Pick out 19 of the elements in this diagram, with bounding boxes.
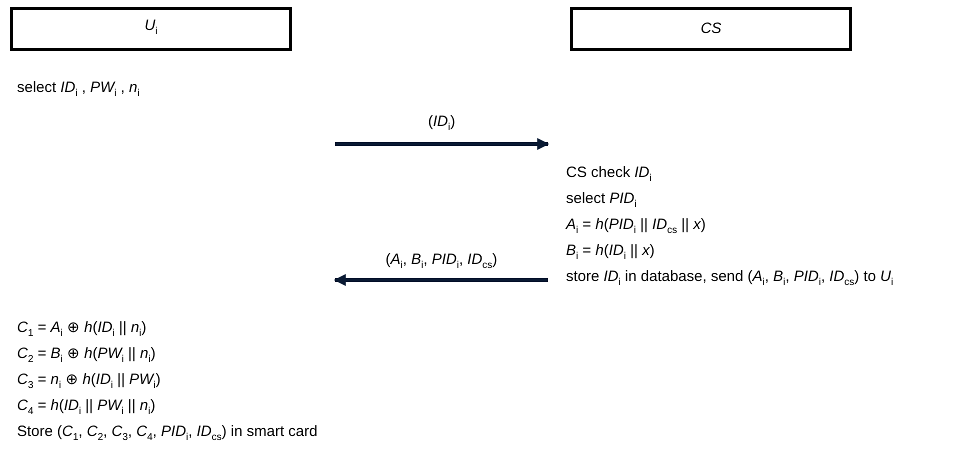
edge-label: (A$_{i}$, B$_{i}$, PID$_{i}$, ID$_{cs}$): [386, 250, 498, 273]
formula-text: C$_{1}$ = A$_{i}$ ⊕ h(ID$_{i}$ || n$_{i}$): [17, 318, 148, 341]
message-arrow: [335, 138, 550, 150]
step-text: select PID$_{i}$: [566, 189, 638, 212]
step-text: select ID$_{i}$ , PW$_{i}$ , n$_{i}$: [17, 78, 141, 101]
participant-name: U$_{i}$: [144, 16, 158, 39]
message-arrow: [334, 274, 548, 286]
participant-box: [570, 7, 852, 51]
formula-text: A$_{i}$ = h(PID$_{i}$ || ID$_{cs}$ || x): [566, 215, 707, 238]
step-text: Store (C$_{1}$, C$_{2}$, C$_{3}$, C$_{4}$, PID$_{i}$, ID$_{cs}$) in smart card: [17, 422, 318, 445]
formula-text: C$_{2}$ = B$_{i}$ ⊕ h(PW$_{i}$ || n$_{i}$): [17, 344, 157, 367]
step-text: CS check ID$_{i}$: [566, 163, 653, 186]
participant-name: CS: [700, 19, 722, 39]
formula-text: C$_{3}$ = n$_{i}$ ⊕ h(ID$_{i}$ || PW$_{i}$): [17, 370, 162, 393]
step-text: store ID$_{i}$ in database, send (A$_{i}$, B$_{i}$, PID$_{i}$, ID$_{cs}$) to U$_{i}$: [566, 267, 894, 290]
participant-box: [10, 7, 292, 51]
formula-text: C$_{4}$ = h(ID$_{i}$ || PW$_{i}$ || n$_{i}$): [17, 396, 156, 419]
formula-text: B$_{i}$ = h(ID$_{i}$ || x): [566, 241, 656, 264]
edge-label: (ID$_{i}$): [428, 112, 456, 135]
